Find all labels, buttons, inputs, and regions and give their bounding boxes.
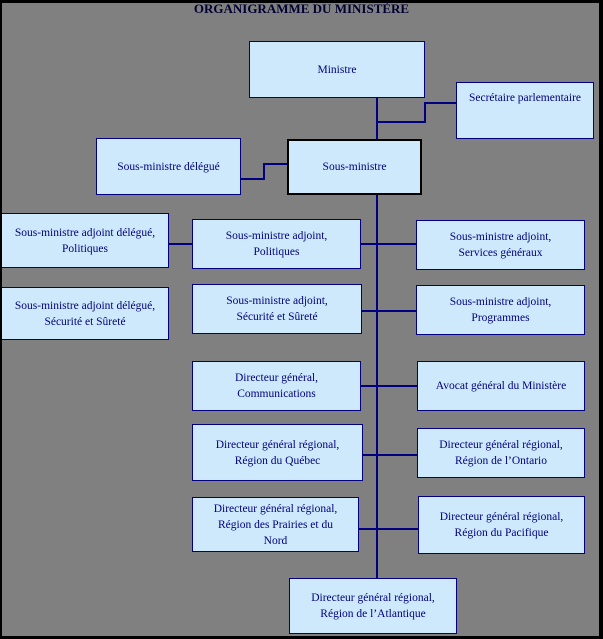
org-box-sma-delegue-securite: Sous-ministre adjoint délégué, Sécurité …	[1, 287, 169, 340]
org-box-label: Sous-ministre délégué	[117, 160, 220, 173]
org-box-dgr-prairies-nord: Directeur général régional, Région des P…	[192, 497, 359, 552]
org-box-label: Sous-ministre	[322, 161, 387, 173]
org-box-label: Secrétaire parlementaire	[468, 92, 582, 104]
org-box-label: Sous-ministre adjoint, Programmes	[449, 296, 552, 324]
org-box-label: Ministre	[317, 63, 357, 76]
org-box-label: Directeur général régional, Région de l’…	[311, 592, 435, 620]
org-box-dgr-atlantique: Directeur général régional, Région de l’…	[289, 578, 457, 634]
org-box-sous-ministre: Sous-ministre	[287, 139, 422, 195]
org-box-dgr-quebec: Directeur général régional, Région du Qu…	[192, 424, 363, 481]
org-box-avocat-general: Avocat général du Ministère	[417, 361, 585, 411]
org-box-sma-programmes: Sous-ministre adjoint, Programmes	[416, 285, 585, 335]
org-box-label: Sous-ministre adjoint, Services généraux	[449, 231, 552, 259]
org-box-label: Sous-ministre adjoint, Sécurité et Sûret…	[226, 295, 328, 323]
org-box-sous-ministre-delegue: Sous-ministre délégué	[96, 138, 241, 195]
org-box-sma-politiques: Sous-ministre adjoint, Politiques	[192, 219, 361, 269]
org-box-label: Avocat général du Ministère	[435, 380, 567, 392]
org-box-dgr-pacifique: Directeur général régional, Région du Pa…	[418, 496, 585, 554]
org-box-dgr-ontario: Directeur général régional, Région de l’…	[417, 428, 585, 478]
org-box-label: Sous-ministre adjoint délégué, Politique…	[14, 226, 156, 255]
org-box-label: Sous-ministre adjoint délégué, Sécurité …	[14, 299, 156, 328]
org-box-label: Directeur général régional, Région des P…	[213, 502, 338, 547]
org-box-label: Directeur général régional, Région du Qu…	[215, 438, 340, 467]
org-box-sma-securite: Sous-ministre adjoint, Sécurité et Sûret…	[192, 284, 362, 334]
org-box-label: Directeur général régional, Région de l’…	[439, 439, 563, 467]
org-box-sma-delegue-politiques: Sous-ministre adjoint délégué, Politique…	[1, 213, 169, 268]
org-box-label: Directeur général régional, Région du Pa…	[439, 511, 564, 539]
org-box-label: Sous-ministre adjoint, Politiques	[225, 230, 328, 258]
org-box-dg-communications: Directeur général, Communications	[192, 361, 361, 411]
org-box-sma-services-generaux: Sous-ministre adjoint, Services généraux	[416, 220, 585, 270]
connector-delegue-to-sous-ministre	[241, 163, 287, 180]
connector-spine-to-secretaire	[377, 102, 456, 123]
org-box-secretaire-parlementaire: Secrétaire parlementaire	[456, 82, 594, 139]
org-box-label: Directeur général, Communications	[234, 372, 318, 400]
org-box-ministre: Ministre	[249, 41, 425, 98]
chart-title: ORGANIGRAMME DU MINISTÈRE	[193, 1, 410, 16]
